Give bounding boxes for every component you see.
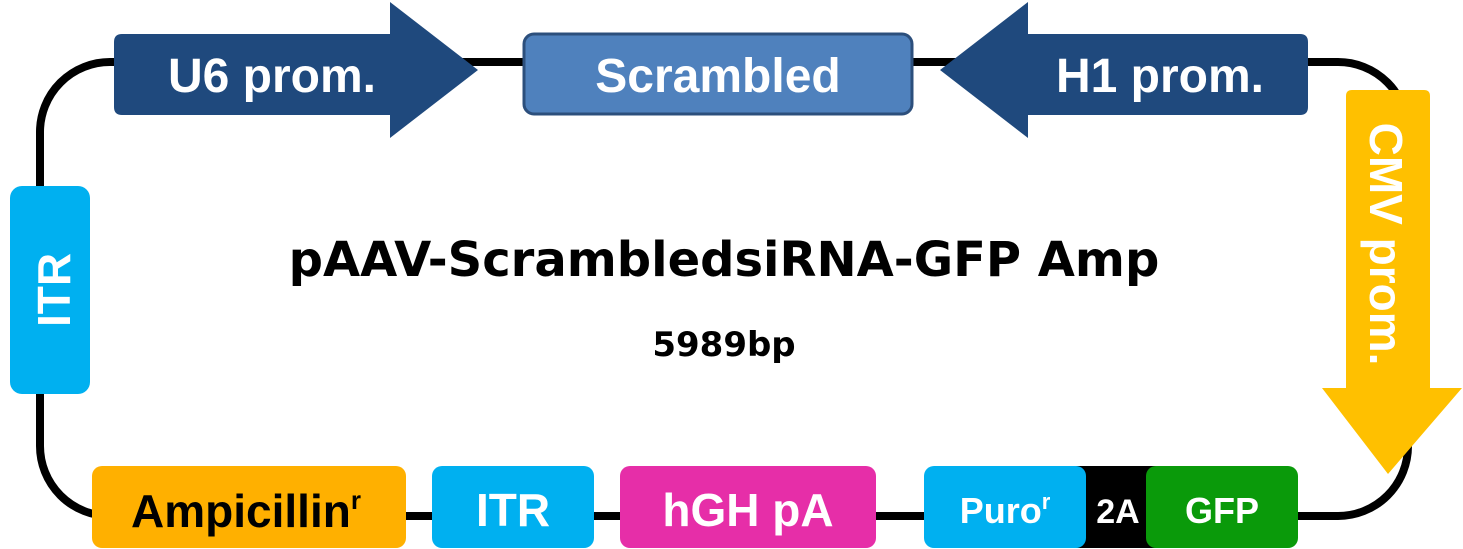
ampicillin-resistance-superscript: r [351, 485, 361, 515]
gfp-label: GFP [1185, 490, 1259, 531]
puro-label-text: Puro [960, 490, 1042, 531]
cmv-promoter-label: CMV prom. [1360, 123, 1412, 366]
ampicillin-label: Ampicillinr [131, 485, 361, 537]
plasmid-name: pAAV-ScrambledsiRNA-GFP Amp [289, 232, 1160, 288]
itr-bottom-label: ITR [476, 484, 550, 536]
puro-label: Puror [960, 489, 1051, 531]
itr-left-box [10, 186, 90, 394]
ampicillin-label-text: Ampicillin [131, 485, 351, 537]
scrambled-feature[interactable]: Scrambled [522, 32, 914, 116]
plasmid-size: 5989bp [652, 325, 795, 365]
u6-promoter-label: U6 prom. [168, 50, 376, 103]
scrambled-box [522, 32, 914, 116]
h1-promoter-feature[interactable]: H1 prom. [940, 2, 1308, 138]
scrambled-label: Scrambled [595, 50, 840, 103]
itr-bottom-feature[interactable]: ITR [432, 466, 594, 548]
puro-resistance-superscript: r [1042, 489, 1051, 514]
u6-promoter-arrow [114, 2, 478, 138]
h1-promoter-arrow [940, 2, 1308, 138]
cmv-promoter-arrow [1322, 90, 1462, 474]
itr-bottom-box [432, 466, 594, 548]
ampicillin-feature[interactable]: Ampicillinr [92, 466, 406, 548]
puro-box [924, 466, 1086, 548]
gfp-feature[interactable]: GFP [1146, 466, 1298, 548]
itr-left-label: ITR [28, 253, 80, 327]
hgh-pa-box [620, 466, 876, 548]
plasmid-backbone [36, 58, 1412, 520]
hgh-pa-label: hGH pA [662, 484, 833, 536]
itr-left-feature[interactable]: ITR [10, 186, 90, 394]
cmv-promoter-feature[interactable]: CMV prom. [1322, 90, 1462, 474]
ampicillin-box [92, 466, 406, 548]
h1-promoter-label: H1 prom. [1056, 50, 1264, 103]
hgh-pa-feature[interactable]: hGH pA [620, 466, 876, 548]
u6-promoter-feature[interactable]: U6 prom. [114, 2, 478, 138]
t2a-label: 2A [1096, 493, 1139, 531]
puro-feature[interactable]: Puror [924, 466, 1086, 548]
gfp-box [1146, 466, 1298, 548]
